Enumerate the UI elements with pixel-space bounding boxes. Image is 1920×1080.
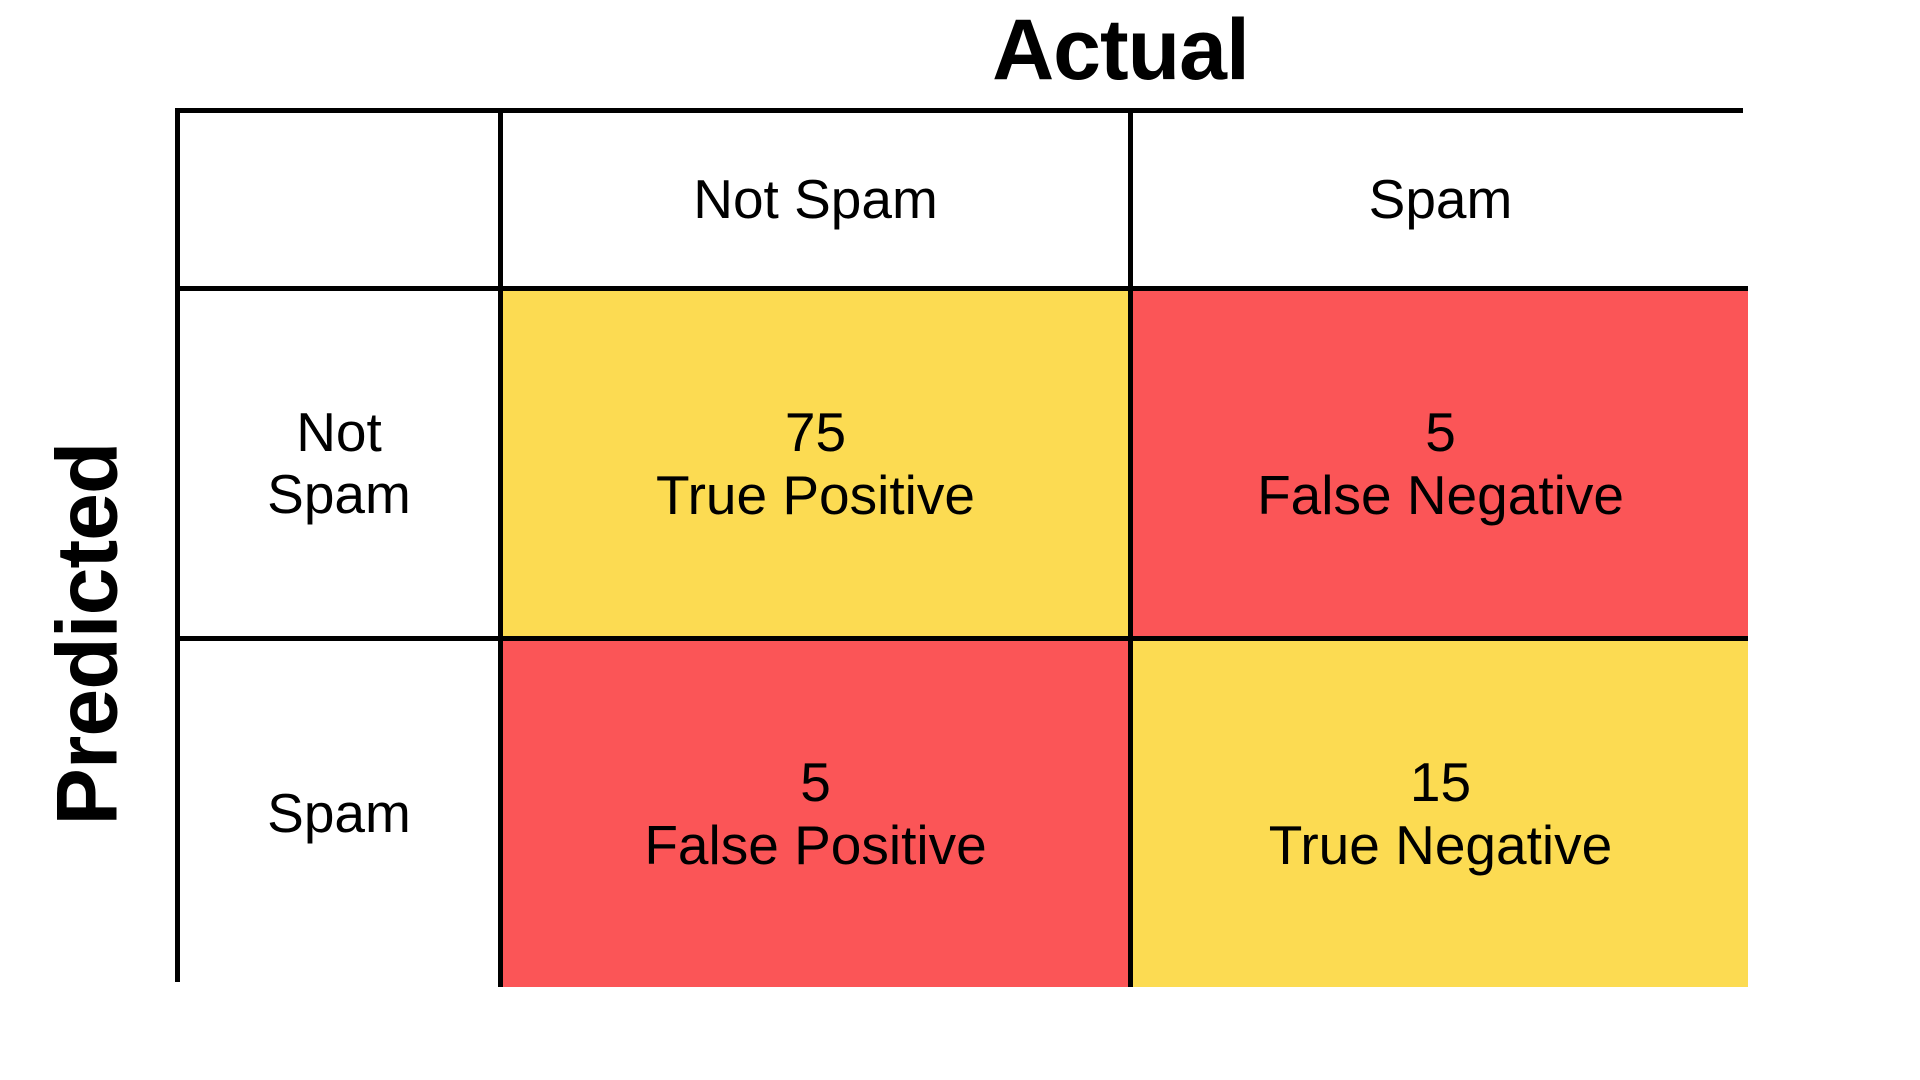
- cell-count: 5: [1425, 400, 1456, 463]
- row-header-label-line1: Spam: [267, 782, 411, 845]
- cell-label: True Positive: [656, 463, 975, 526]
- confusion-matrix-table: Not Spam Spam Not Spam 75 True Positive …: [175, 108, 1748, 987]
- cell-false-negative: 5 False Negative: [1133, 291, 1748, 641]
- cell-count: 15: [1409, 751, 1472, 814]
- column-header-spam: Spam: [1133, 113, 1748, 291]
- cell-label: False Positive: [644, 814, 987, 876]
- cell-true-positive: 75 True Positive: [503, 291, 1133, 641]
- cell-true-negative: 15 True Negative: [1133, 641, 1748, 987]
- cell-label: False Negative: [1257, 463, 1624, 526]
- cell-label: True Negative: [1268, 814, 1613, 876]
- cell-count: 5: [800, 751, 831, 814]
- row-header-spam: Spam: [180, 641, 503, 987]
- row-header-not-spam: Not Spam: [180, 291, 503, 641]
- row-header-label-line2: Spam: [267, 462, 411, 525]
- cell-false-positive: 5 False Positive: [503, 641, 1133, 987]
- column-header-label: Spam: [1368, 167, 1513, 230]
- predicted-axis-title-container: Predicted: [0, 286, 175, 982]
- actual-axis-title: Actual: [992, 2, 1250, 98]
- row-header-label-line1: Not: [296, 400, 382, 463]
- matrix-corner-cell: [180, 113, 503, 291]
- predicted-axis-title: Predicted: [39, 442, 136, 826]
- column-header-not-spam: Not Spam: [503, 113, 1133, 291]
- column-header-label: Not Spam: [693, 167, 938, 230]
- cell-count: 75: [784, 400, 847, 463]
